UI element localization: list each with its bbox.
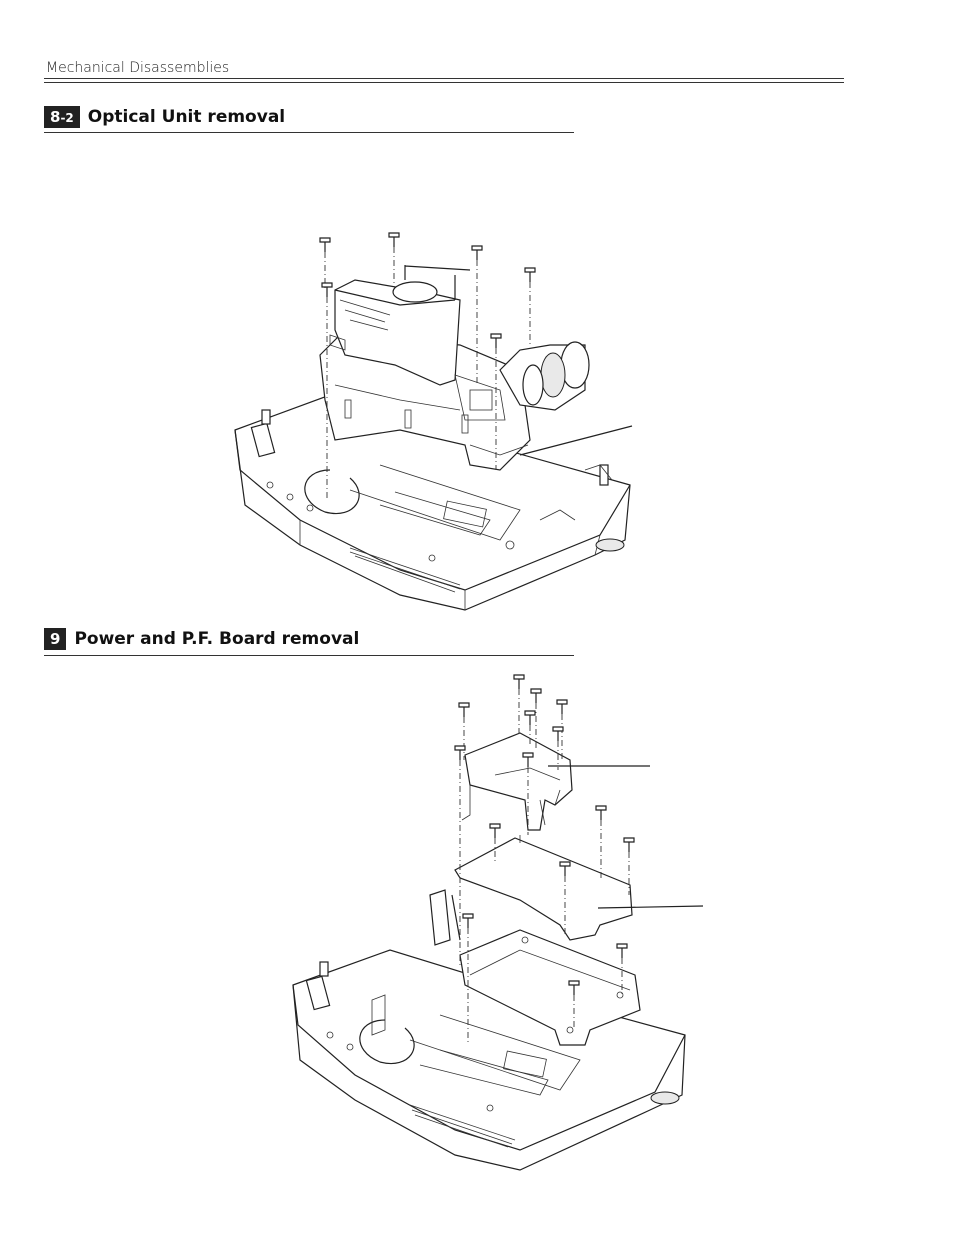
screw-icon: [524, 267, 536, 282]
section-title: Optical Unit removal: [87, 107, 286, 127]
screw-icon: [471, 245, 483, 260]
screw-icon: [522, 752, 534, 767]
section-number-badge: 8-2: [44, 106, 80, 128]
screw-icon: [462, 913, 474, 928]
optical-unit: [319, 265, 590, 471]
leader-line: [597, 905, 704, 909]
header-rule-2: [44, 82, 844, 83]
screw-icon: [559, 861, 571, 876]
projector-cabinet-2: [292, 889, 686, 1171]
screw-icon: [568, 980, 580, 995]
screw-icon: [616, 943, 628, 958]
screw-icon: [595, 805, 607, 820]
section-number-badge: 9: [44, 628, 67, 650]
section-heading-power-board: 9 Power and P.F. Board removal: [44, 628, 359, 650]
screw-set-1: [319, 232, 536, 500]
screw-icon: [623, 837, 635, 852]
screw-icon: [552, 726, 564, 741]
section-rule: [44, 132, 574, 133]
shield-plate: [461, 732, 573, 831]
header-rule: [44, 78, 844, 79]
screw-icon: [321, 282, 333, 297]
screw-icon: [319, 237, 331, 252]
screw-icon: [513, 674, 525, 689]
running-header: Mechanical Disassemblies: [46, 60, 230, 76]
screw-icon: [490, 333, 502, 348]
section-rule: [44, 655, 574, 656]
screw-set-2: [454, 674, 635, 1045]
screw-icon: [388, 232, 400, 247]
mounted-board: [459, 929, 641, 1046]
screw-icon: [489, 823, 501, 838]
section-heading-optical-unit: 8-2 Optical Unit removal: [44, 106, 285, 128]
pf-board: [454, 835, 633, 941]
section-title: Power and P.F. Board removal: [74, 629, 360, 649]
leader-line: [519, 425, 633, 456]
screw-icon: [458, 702, 470, 717]
screw-icon: [524, 710, 536, 725]
screw-icon: [530, 688, 542, 703]
screw-icon: [556, 699, 568, 714]
screw-icon: [454, 745, 466, 760]
